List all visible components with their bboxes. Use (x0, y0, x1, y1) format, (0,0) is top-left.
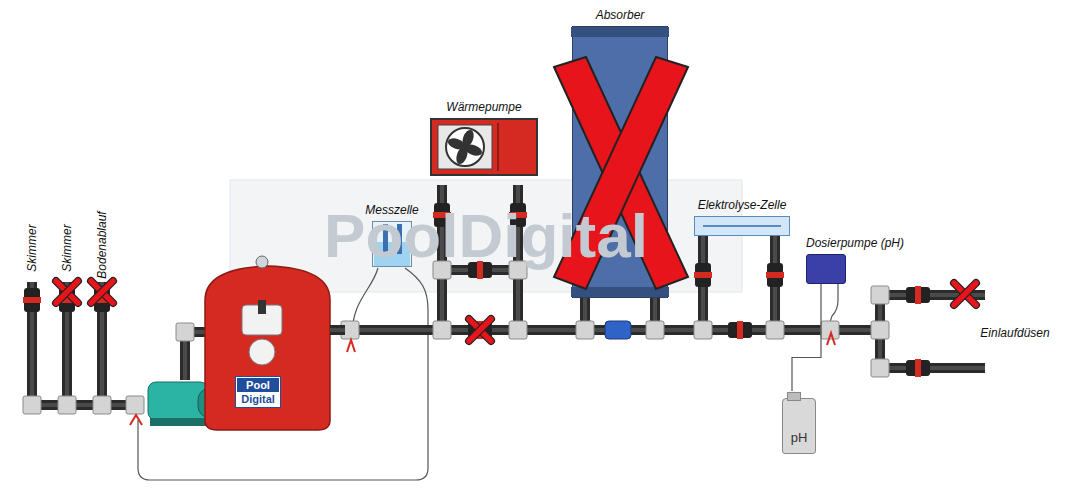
ball-valve (23, 288, 41, 312)
cross-stroke (954, 283, 976, 305)
logo-subword: Digital (237, 392, 279, 406)
watermark: PoolDigital (324, 204, 648, 268)
cross-stroke (91, 281, 113, 303)
cross-outline (469, 319, 491, 341)
cross-outline (91, 281, 113, 303)
closed-mark (469, 319, 491, 341)
valve-ring (737, 321, 743, 339)
valve-body (24, 288, 40, 312)
cross-outline (954, 283, 976, 305)
electrode-plate (703, 225, 781, 227)
component-label: Elektrolyse-Zelle (698, 198, 787, 212)
valve-body (767, 263, 783, 287)
pipe-fitting (871, 286, 889, 304)
pipe (880, 363, 985, 373)
absorber-cap (571, 27, 669, 37)
ball-valve (728, 321, 752, 339)
logo-word: Pool (237, 378, 279, 392)
tap-arrow (347, 340, 355, 352)
closed-mark (56, 281, 78, 303)
pressure-gauge (256, 256, 268, 268)
valve-body (906, 287, 930, 303)
valve-ring (915, 286, 921, 304)
panel-divider (497, 123, 499, 171)
pipe-label: Einlaufdüsen (980, 326, 1049, 340)
ph-canister: pH (782, 398, 816, 454)
component-label: Absorber (596, 8, 645, 22)
valve-ring (694, 272, 712, 278)
fan-blade (446, 136, 466, 152)
cross-outline (954, 283, 976, 305)
component-body (694, 216, 790, 236)
pipe-fitting (126, 396, 144, 414)
pipe-fitting (433, 321, 451, 339)
canister-cap (787, 392, 801, 401)
cross-outline (56, 281, 78, 303)
cross-outline (91, 281, 113, 303)
fan-grille (438, 125, 492, 169)
pipe-fitting (646, 321, 664, 339)
ball-valve (906, 359, 930, 377)
fan-ring (446, 128, 484, 166)
pipe (32, 282, 140, 405)
cross-stroke (91, 281, 113, 303)
cross-stroke (954, 283, 976, 305)
heat-pump: Wärmepumpe (430, 100, 538, 176)
valve-body (695, 263, 711, 287)
pipe-fitting (176, 323, 194, 341)
valve-body (728, 322, 752, 338)
check-valve (605, 321, 631, 339)
dosing-pump: Dosierpumpe (pH) (806, 236, 904, 284)
ball-valve (906, 286, 930, 304)
valve-ring (23, 297, 41, 303)
sand-filter (205, 256, 330, 430)
cross-stroke (469, 319, 491, 341)
component-label: Wärmepumpe (446, 100, 521, 114)
heat-pump-fan (432, 120, 536, 174)
pipe-fitting (871, 321, 889, 339)
cross-stroke (469, 319, 491, 341)
cross-stroke (56, 281, 78, 303)
pipe-fitting (766, 321, 784, 339)
ball-valve (694, 263, 712, 287)
electrolysis-cell: Elektrolyse-Zelle (694, 198, 790, 236)
closed-mark (91, 281, 113, 303)
valve-ring (915, 359, 921, 377)
pipe-highlight (880, 366, 985, 370)
pipe-highlight (330, 328, 345, 332)
cross-stroke (56, 281, 78, 303)
ball-valve (766, 263, 784, 287)
cross-outline (469, 319, 491, 341)
pipe-label: Skimmer (60, 224, 74, 271)
pipe-fitting (576, 321, 594, 339)
valve-lever (258, 300, 266, 314)
pipe (330, 325, 345, 335)
pipe-fitting (23, 396, 41, 414)
pipe-fitting (93, 396, 111, 414)
component-label: Dosierpumpe (pH) (806, 236, 904, 250)
pipe-fitting (58, 396, 76, 414)
tap-arrow (130, 415, 142, 425)
filter-logo: PoolDigital (235, 376, 281, 408)
component-body (430, 118, 538, 176)
pipe-label: Skimmer (25, 224, 39, 271)
cross-outline (56, 281, 78, 303)
pipe-label: Bodenablauf (95, 211, 109, 278)
filter-tank (205, 266, 330, 430)
pipe-highlight (32, 282, 140, 405)
closed-mark (954, 283, 976, 305)
pipe-fitting (509, 321, 527, 339)
valve-ring (766, 272, 784, 278)
multiport-valve (249, 339, 275, 365)
pipe-fitting (694, 321, 712, 339)
canister-label: pH (791, 431, 808, 445)
tap-arrow (827, 333, 835, 345)
component-body (806, 254, 846, 284)
valve-body (906, 360, 930, 376)
dosing-tube (792, 284, 821, 391)
pipe-fitting (871, 359, 889, 377)
